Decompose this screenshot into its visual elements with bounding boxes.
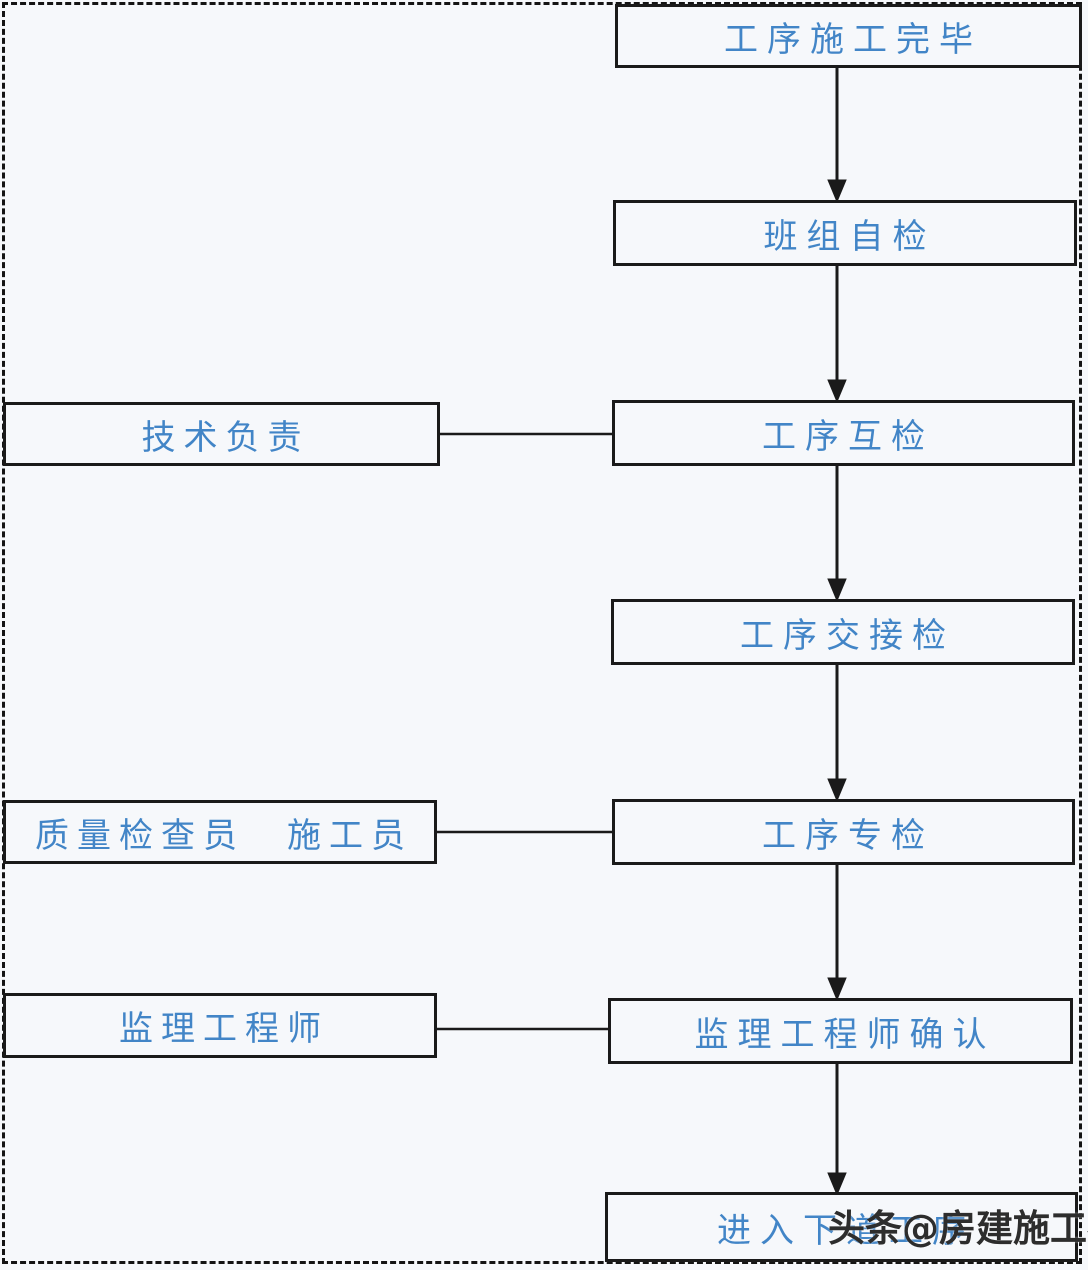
watermark-text: 头条@房建施工者 <box>828 1207 1088 1250</box>
flow-step-label: 工序交接检 <box>740 615 955 656</box>
flow-step-supervisor-confirm: 监理工程师确认 <box>608 998 1073 1064</box>
side-role-technical-lead: 技术负责 <box>3 402 440 466</box>
flow-step-next-process: 进入下道工序 <box>605 1192 1078 1262</box>
flow-step-construction-complete: 工序施工完毕 <box>615 4 1082 68</box>
flow-step-special-check: 工序专检 <box>612 799 1075 865</box>
arrow-step1-to-step2 <box>827 68 847 203</box>
flow-step-label: 工序互检 <box>762 416 934 457</box>
side-role-label: 技术负责 <box>141 417 310 458</box>
side-role-label: 监理工程师 <box>119 1009 329 1049</box>
side-role-supervision-engineer: 监理工程师 <box>3 993 437 1058</box>
arrow-step4-to-step5 <box>827 665 847 802</box>
arrow-step3-to-step4 <box>827 466 847 602</box>
flow-step-handover-check: 工序交接检 <box>611 599 1075 665</box>
flow-step-mutual-check: 工序互检 <box>612 400 1075 466</box>
arrow-step6-to-step7 <box>827 1064 847 1196</box>
arrow-step2-to-step3 <box>827 266 847 403</box>
side-role-label: 质量检查员 施工员 <box>35 815 413 856</box>
flow-step-label: 进入下道工序 <box>717 1210 975 1251</box>
flow-step-label: 监理工程师确认 <box>694 1014 996 1055</box>
flow-step-label: 班组自检 <box>763 216 936 257</box>
side-role-quality-inspector: 质量检查员 施工员 <box>3 800 437 864</box>
flow-step-label: 工序专检 <box>762 815 934 856</box>
arrow-step5-to-step6 <box>827 865 847 1001</box>
flow-step-label: 工序施工完毕 <box>724 19 982 60</box>
flow-step-team-self-check: 班组自检 <box>613 200 1077 266</box>
